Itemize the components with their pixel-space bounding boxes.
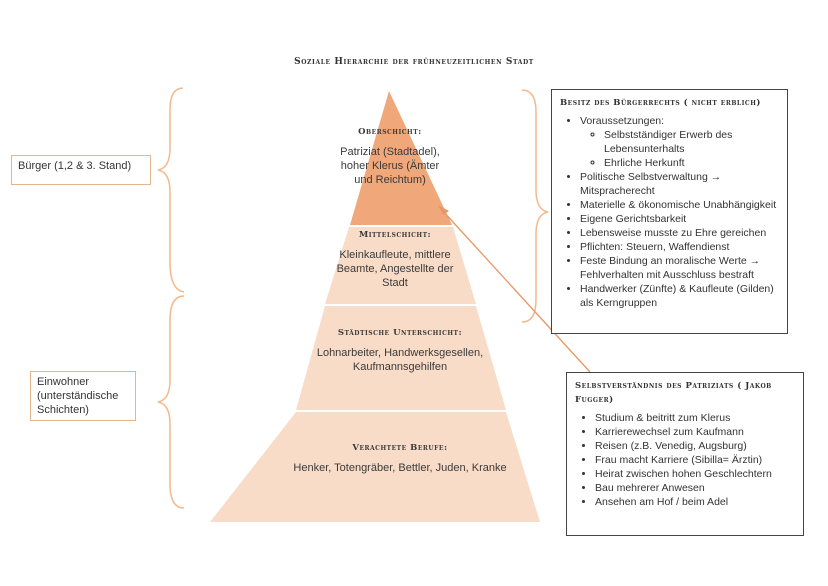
list-item: Politische Selbstverwaltung → Mitsprache…	[580, 170, 787, 198]
pyramid-layer-bottom	[210, 412, 540, 522]
layer-bottom-text: Henker, Totengräber, Bettler, Juden, Kra…	[293, 462, 507, 474]
label-einwohner: Einwohner (unterständische Schichten)	[30, 371, 136, 421]
left-brace-upper-icon	[157, 87, 185, 293]
box-patriziat-heading: Selbstverständnis des Patriziats ( Jakob…	[575, 381, 772, 405]
list-item: Karrierewechsel zum Kaufmann	[595, 425, 803, 439]
layer-middle-label: Mittelschicht: Kleinkaufleute, mittlere …	[330, 228, 460, 290]
box-patriziat: Selbstverständnis des Patriziats ( Jakob…	[566, 372, 804, 536]
box-patriziat-list: Studium & beitritt zum Klerus Karrierewe…	[567, 411, 803, 509]
layer-middle-heading: Mittelschicht:	[358, 230, 432, 240]
right-brace-icon	[521, 89, 549, 323]
list-item: Studium & beitritt zum Klerus	[595, 411, 803, 425]
list-item-text: Voraussetzungen:	[580, 115, 665, 127]
layer-bottom-label: Verachtete Berufe: Henker, Totengräber, …	[270, 441, 530, 475]
connector-arrow-line	[441, 209, 591, 373]
list-item: Lebensweise musste zu Ehre gereichen	[580, 226, 787, 240]
layer-lower-text: Lohnarbeiter, Handwerksgesellen, Kaufman…	[316, 347, 484, 373]
list-item: Voraussetzungen: Selbstständiger Erwerb …	[580, 114, 787, 170]
layer-top-label: Oberschicht: Patriziat (Stadtadel), hohe…	[340, 125, 440, 187]
list-item: Heirat zwischen hohen Geschlechtern	[595, 467, 803, 481]
sub-list-item: Ehrliche Herkunft	[604, 156, 787, 170]
list-item: Handwerker (Zünfte) & Kaufleute (Gilden)…	[580, 282, 787, 310]
pyramid-layer-middle	[325, 227, 476, 304]
list-item: Pflichten: Steuern, Waffendienst	[580, 240, 787, 254]
box-buergerrecht-list: Voraussetzungen: Selbstständiger Erwerb …	[552, 114, 787, 310]
sub-list-item: Selbstständiger Erwerb des Lebensunterha…	[604, 128, 787, 156]
box-buergerrecht-heading: Besitz des Bürgerrechts ( nicht erblich)	[560, 98, 761, 108]
arrowhead-icon	[438, 205, 449, 215]
pyramid-layer-top	[350, 91, 452, 225]
layer-lower-label: Städtische Unterschicht: Lohnarbeiter, H…	[300, 326, 500, 374]
layer-lower-heading: Städtische Unterschicht:	[337, 328, 463, 338]
list-item: Feste Bindung an moralische Werte → Fehl…	[580, 254, 787, 282]
label-buerger: Bürger (1,2 & 3. Stand)	[11, 155, 151, 185]
layer-bottom-heading: Verachtete Berufe:	[352, 443, 448, 453]
diagram-title: Soziale Hierarchie der frühneuzeitlichen…	[294, 57, 534, 67]
list-item: Ansehen am Hof / beim Adel	[595, 495, 803, 509]
list-item: Frau macht Karriere (Sibilla= Ärztin)	[595, 453, 803, 467]
layer-middle-text: Kleinkaufleute, mittlere Beamte, Angeste…	[336, 249, 454, 289]
pyramid-layer-lower	[296, 306, 506, 410]
layer-top-heading: Oberschicht:	[358, 127, 422, 137]
list-item: Bau mehrerer Anwesen	[595, 481, 803, 495]
list-item: Reisen (z.B. Venedig, Augsburg)	[595, 439, 803, 453]
box-buergerrecht: Besitz des Bürgerrechts ( nicht erblich)…	[551, 89, 788, 334]
list-item: Materielle & ökonomische Unabhängigkeit	[580, 198, 787, 212]
list-item: Eigene Gerichtsbarkeit	[580, 212, 787, 226]
left-brace-lower-icon	[157, 295, 185, 509]
layer-top-text: Patriziat (Stadtadel), hoher Klerus (Ämt…	[340, 146, 440, 186]
